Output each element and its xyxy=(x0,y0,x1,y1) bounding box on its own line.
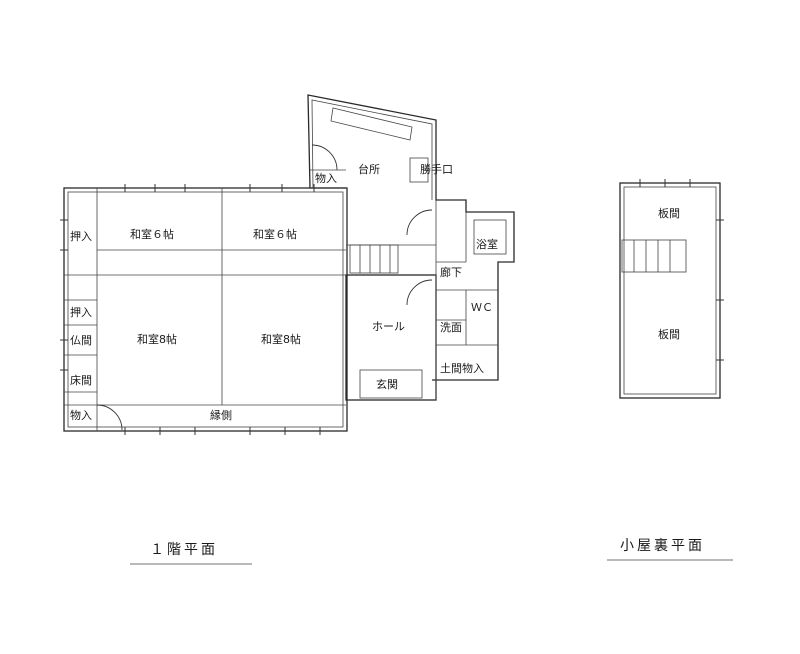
label-oshiire-1: 押入 xyxy=(70,229,92,243)
caption-floor1: １階平面 xyxy=(150,542,218,558)
label-butsuma: 仏間 xyxy=(70,334,92,347)
label-attic-board-lower: 板間 xyxy=(658,327,680,341)
label-wc: ＷＣ xyxy=(471,301,493,314)
floor1-doors xyxy=(96,144,433,431)
label-attic-board-upper: 板間 xyxy=(658,206,680,220)
label-washitsu-6a: 和室６帖 xyxy=(130,227,174,241)
attic-labels: 板間 板間 xyxy=(658,206,680,341)
label-washitsu-8b: 和室8帖 xyxy=(261,332,301,346)
label-washitsu-8a: 和室8帖 xyxy=(137,332,177,346)
label-tokonoma: 床間 xyxy=(70,373,92,387)
label-washroom: 洗面 xyxy=(440,321,462,334)
label-washitsu-6b: 和室６帖 xyxy=(253,227,297,241)
floor1-labels: 台所 勝手口 物入 和室６帖 和室６帖 押入 浴室 廊下 押入 ＷＣ ホール 洗… xyxy=(70,162,498,422)
captions: １階平面 小屋裏平面 xyxy=(130,537,733,565)
floor1-walls xyxy=(63,94,515,432)
label-bathroom: 浴室 xyxy=(476,237,498,251)
label-service-entrance: 勝手口 xyxy=(420,162,453,176)
label-corridor: 廊下 xyxy=(440,265,462,279)
floor1-partitions xyxy=(64,169,507,431)
label-hall: ホール xyxy=(372,320,405,333)
label-storage-sw: 物入 xyxy=(70,408,92,422)
attic-walls xyxy=(619,179,724,399)
label-doma-storage: 土間物入 xyxy=(440,361,484,375)
caption-attic: 小屋裏平面 xyxy=(620,537,705,554)
label-oshiire-2: 押入 xyxy=(70,305,92,319)
label-storage-kitchen: 物入 xyxy=(315,171,337,185)
label-entrance: 玄関 xyxy=(376,377,398,391)
floor1-column-ticks xyxy=(60,184,321,435)
label-kitchen: 台所 xyxy=(358,162,380,176)
label-engawa: 縁側 xyxy=(210,408,232,422)
